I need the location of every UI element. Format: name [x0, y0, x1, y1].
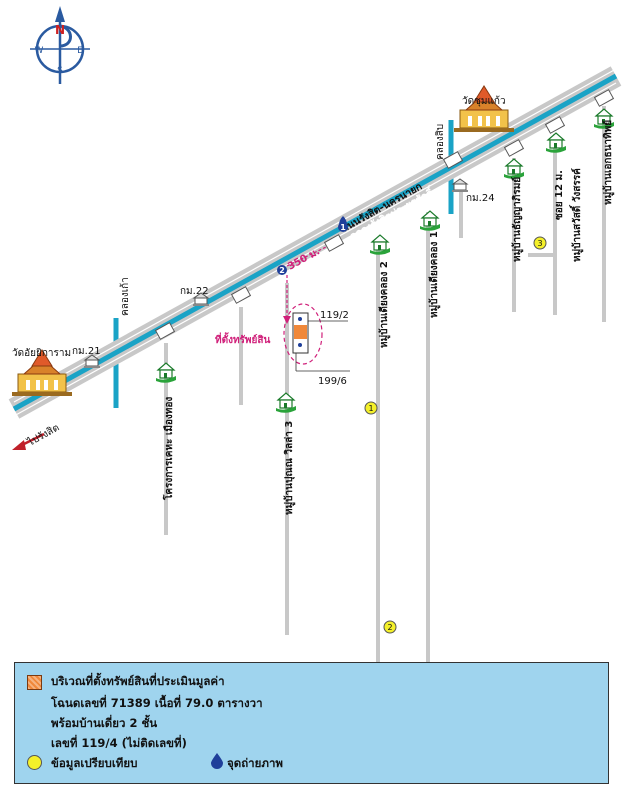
photo-marker-2: 2 — [277, 265, 287, 275]
photo-point-icon — [211, 753, 223, 769]
house-icon — [369, 234, 391, 256]
lot-b-label: 199/6 — [318, 376, 347, 387]
site-parcel — [294, 325, 307, 339]
house-icon — [155, 362, 177, 384]
house-icon — [545, 132, 567, 154]
comparison-marker-1-label: 1 — [368, 404, 373, 413]
legend-comparison: ข้อมูลเปรียบเทียบ — [51, 756, 138, 770]
legend-photo-point: จุดถ่ายภาพ — [227, 756, 283, 770]
house-icon — [419, 210, 441, 232]
main-road — [8, 66, 622, 419]
village-6-label: ซอย 12 ม. — [554, 170, 565, 220]
direction-label: ไปรังสิต — [25, 422, 62, 450]
site-label: ที่ตั้งทรัพย์สิน — [215, 332, 270, 346]
village-7-label: หมู่บ้านสวัสดิ์ วังสรรค์ — [569, 168, 584, 262]
km21-marker: กม.21 — [72, 346, 101, 369]
compass-rose: N S E W — [30, 6, 90, 84]
lot-a-label: 119/2 — [320, 310, 349, 321]
temple-left-label: วัดอัยยิการาม — [12, 348, 71, 359]
village-icons — [155, 108, 615, 414]
compass-e: E — [77, 46, 83, 56]
village-2-label: หมู่บ้านปุณณ วิลล่า 3 — [283, 421, 296, 515]
comparison-marker-3-label: 3 — [537, 239, 542, 248]
house-icon — [275, 392, 297, 414]
km21-label: กม.21 — [72, 346, 101, 357]
temple-right: วัดชุมแก้ว — [453, 85, 515, 133]
photo-marker-1-label: 1 — [340, 223, 346, 232]
photo-marker-2-label: 2 — [279, 266, 285, 275]
comparison-marker-1: 1 — [364, 401, 378, 415]
photo-marker-1: 1 — [338, 216, 348, 232]
legend-line-4: เลขที่ 119/4 (ไม่ติดเลขที่) — [51, 736, 187, 750]
direction-arrow-to-rangsit: ไปรังสิต — [12, 422, 61, 450]
bridges — [154, 89, 615, 340]
comparison-marker-2-label: 2 — [387, 623, 392, 632]
km22-marker: กม.22 — [180, 286, 210, 307]
canal-sib-label: คลองสิบ — [435, 124, 446, 160]
village-1-label: โครงการเคหะ เมืองทอง — [162, 397, 175, 501]
compass-n: N — [55, 23, 65, 37]
km22-label: กม.22 — [180, 286, 209, 297]
side-roads — [164, 106, 606, 735]
compass-w: W — [35, 46, 44, 56]
property-site: 119/2 199/6 ที่ตั้งทรัพย์สิน — [215, 303, 350, 387]
legend-line-1: บริเวณที่ตั้งทรัพย์สินที่ประเมินมูลค่า — [51, 674, 225, 688]
legend-line-3: พร้อมบ้านเดี่ยว 2 ชั้น — [51, 716, 158, 730]
legend-line-2: โฉนดเลขที่ 71389 เนื้อที่ 79.0 ตารางวา — [51, 696, 263, 710]
comparison-marker-3: 3 — [533, 236, 547, 250]
compass-s: S — [57, 66, 63, 76]
comparison-marker-2: 2 — [383, 620, 397, 634]
km24-label: กม.24 — [466, 193, 495, 204]
km24-marker: กม.24 — [451, 178, 495, 204]
village-8-label: หมู่บ้านเอกธนาทิพย์ — [602, 120, 615, 205]
village-4-label: หมู่บ้านเดียงคลอง 1 — [428, 231, 441, 318]
temple-right-label: วัดชุมแก้ว — [462, 95, 506, 107]
comparison-dot-icon — [27, 755, 42, 770]
site-swatch — [27, 675, 42, 690]
house-icon — [503, 158, 525, 180]
village-3-label: หมู่บ้านเดียงคลอง 2 — [378, 261, 391, 348]
village-5-label: หมู่บ้านธัญญาภิรมย์ — [511, 177, 524, 262]
map-legend: บริเวณที่ตั้งทรัพย์สินที่ประเมินมูลค่า โ… — [14, 662, 609, 784]
canal-kao-label: คลองเก้า — [119, 277, 131, 316]
temple-left: วัดอัยยิการาม — [11, 348, 73, 397]
